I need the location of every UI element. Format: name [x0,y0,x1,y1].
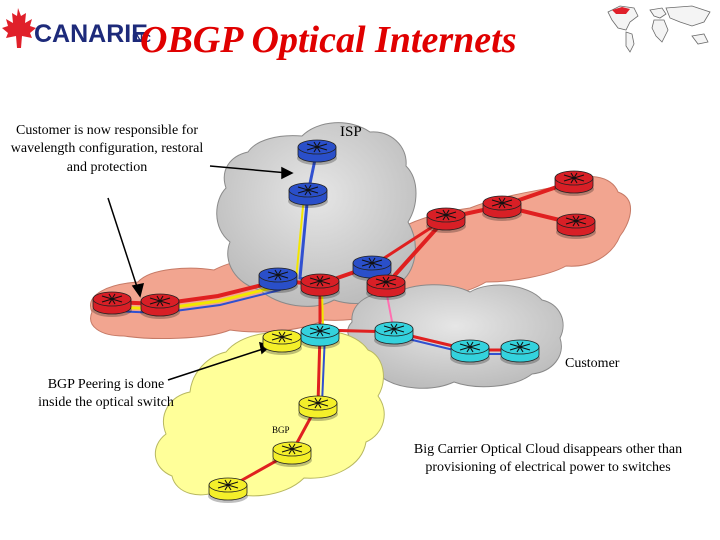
customer-responsibility-note: Customer is now responsible for waveleng… [10,123,204,175]
router-icon [499,339,541,366]
router-icon [425,207,467,234]
router-icon [553,170,595,197]
router-icon [91,291,133,318]
router-icon [299,323,341,350]
router-icon [271,441,313,468]
router-icon [287,182,329,209]
router-icon [296,139,338,166]
router-icon [139,293,181,320]
router-icon [449,339,491,366]
router-icon [261,329,303,356]
bgp-peering-note: BGP Peering is done inside the optical s… [38,377,174,411]
router-icon [373,321,415,348]
bgp-label: BGP [272,425,290,435]
logo-suffix: INC [132,33,151,45]
router-icon [299,273,341,300]
isp-label: ISP [340,124,362,140]
carrier-cloud-note: Big Carrier Optical Cloud disappears oth… [413,442,683,476]
logo-name: CANARIE [34,20,148,48]
world-map-icon [607,5,711,53]
customer-label: Customer [565,356,620,371]
router-icon [257,267,299,294]
maple-leaf-icon [2,8,36,48]
router-icon [207,477,249,504]
canarie-logo: CANARIE INC [2,8,151,48]
bgp-cloud-yellow [155,330,385,497]
router-icon [365,274,407,301]
router-icon [555,213,597,240]
canada-highlight [612,7,630,14]
router-icon [297,395,339,422]
slide-title: OBGP Optical Internets [140,19,517,61]
router-icon [481,195,523,222]
